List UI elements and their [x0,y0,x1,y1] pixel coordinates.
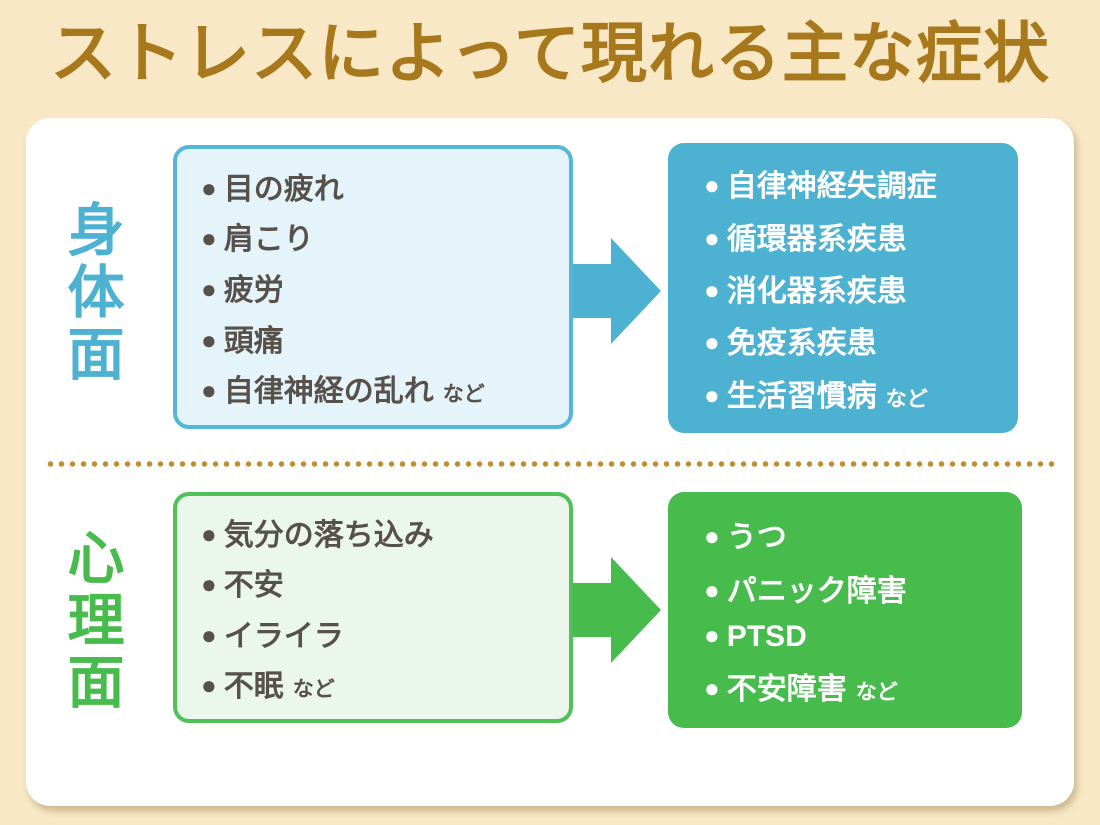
bullet-icon: ● [201,619,217,650]
bullet-icon: ● [201,324,217,355]
list-item: ● 不安障害 など [704,664,1014,708]
list-item: ● イライラ [201,611,559,655]
list-item: ● PTSD [704,620,1014,654]
list-item: ● 疲労 [201,265,559,309]
bullet-icon: ● [704,222,720,253]
item-text: 自律神経失調症 [726,170,937,204]
bullet-icon: ● [704,379,720,410]
psychological-outcome-box: ● うつ ● パニック障害 ● PTSD ● 不安障害 など [668,492,1022,728]
physical-outcome-box: ● 自律神経失調症 ● 循環器系疾患 ● 消化器系疾患 ● 免疫系疾患 ● 生活… [668,143,1018,433]
item-suffix: など [885,387,928,411]
list-item: ● 頭痛 [201,316,559,360]
psychological-symptom-box: ● 気分の落ち込み ● 不安 ● イライラ ● 不眠 など [173,492,573,723]
item-suffix: など [855,681,898,704]
right-arrow-icon [573,557,661,663]
list-item: ● 肩こり [201,214,559,258]
list-item: ● うつ [704,512,1014,556]
bullet-icon: ● [201,519,217,550]
item-text: 循環器系疾患 [726,222,907,256]
bullet-icon: ● [704,575,720,605]
bullet-icon: ● [201,569,217,600]
item-text: 気分の落ち込み [223,519,434,553]
list-item: ● 生活習慣病 など [704,371,1010,415]
list-item: ● 目の疲れ [201,164,559,208]
item-text: 免疫系疾患 [726,327,877,361]
list-item: ● 不安 [201,560,559,604]
list-item: ● 消化器系疾患 [704,266,1010,310]
bullet-icon: ● [201,375,217,406]
physical-symptom-box: ● 目の疲れ ● 肩こり ● 疲労 ● 頭痛 ● 自律神経の乱れ など [173,145,573,429]
list-item: ● 免疫系疾患 [704,318,1010,362]
list-item: ● 自律神経失調症 [704,161,1010,205]
section-label-psychological: 心理面 [59,528,123,714]
dotted-divider [45,461,1057,467]
item-text: 不安障害 [726,673,847,706]
item-text: 疲労 [223,273,284,307]
content-panel: 身体面 ● 目の疲れ ● 肩こり ● 疲労 ● 頭痛 ● 自律神経の乱れ など [26,118,1074,806]
item-text: うつ [726,521,787,554]
right-arrow-icon [573,238,661,344]
item-suffix: など [292,677,335,701]
item-text: 頭痛 [223,324,284,358]
bullet-icon: ● [704,170,720,201]
item-text: PTSD [726,620,807,653]
bullet-icon: ● [704,673,720,703]
bullet-icon: ● [704,620,720,650]
item-text: 消化器系疾患 [726,274,907,308]
section-label-physical: 身体面 [59,200,123,386]
item-text: パニック障害 [726,575,907,608]
item-text: 肩こり [223,223,314,257]
item-text: 目の疲れ [223,172,344,206]
item-text: 不眠 [223,669,284,703]
page-title: ストレスによって現れる主な症状 [50,16,1050,90]
bullet-icon: ● [201,273,217,304]
bullet-icon: ● [704,327,720,358]
item-text: イライラ [223,619,344,653]
bullet-icon: ● [201,223,217,254]
list-item: ● 自律神経の乱れ など [201,366,559,410]
item-text: 自律神経の乱れ [223,375,434,409]
item-text: 生活習慣病 [726,379,877,413]
list-item: ● 循環器系疾患 [704,214,1010,258]
bullet-icon: ● [201,669,217,700]
item-text: 不安 [223,569,284,603]
item-suffix: など [442,383,485,407]
list-item: ● 気分の落ち込み [201,510,559,554]
bullet-icon: ● [201,172,217,203]
list-item: ● 不眠 など [201,661,559,705]
bullet-icon: ● [704,274,720,305]
bullet-icon: ● [704,521,720,551]
list-item: ● パニック障害 [704,566,1014,610]
